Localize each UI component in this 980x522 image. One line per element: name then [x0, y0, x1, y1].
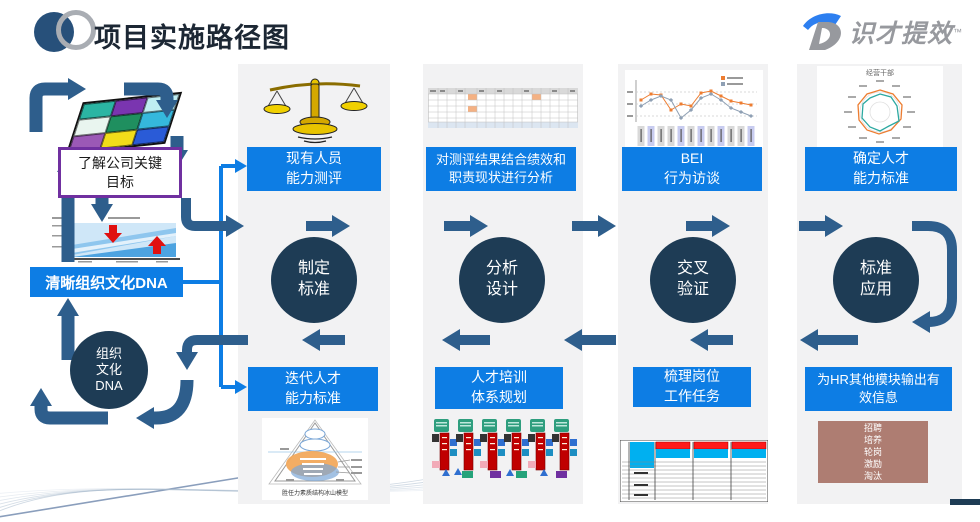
step2-circle-line1: 分析: [485, 260, 518, 278]
hr-output-item: 培养: [863, 435, 882, 445]
step1-circle-line1: 制定: [297, 260, 330, 278]
brand-d-icon: [802, 13, 841, 50]
step4-circle-line1: 标准: [859, 260, 892, 278]
dna-circle: 组织 文化 DNA: [70, 331, 148, 409]
step2-top-line1: 对测评结果结合绩效和: [435, 151, 566, 167]
step1-top-box: 现有人员 能力测评: [247, 147, 381, 191]
page-title: 项目实施路径图: [94, 23, 290, 53]
task-table-image: [620, 440, 768, 502]
step3-circle: 交叉 验证: [650, 237, 736, 323]
radar-title: 经营干部: [866, 68, 894, 77]
step1-top-line1: 现有人员: [286, 150, 342, 167]
step4-bottom-box: 为HR其他模块输出有 效信息: [805, 367, 952, 411]
step2-bottom-line1: 人才培训: [471, 369, 527, 386]
step1-bottom-line2: 能力标准: [285, 390, 341, 406]
step3-circle-line2: 验证: [676, 281, 709, 298]
step4-top-box: 确定人才 能力标准: [805, 147, 957, 191]
hr-outputs-box: 招聘 培养 轮岗 激励 淘汰: [818, 421, 928, 483]
hr-output-item: 激励: [863, 459, 882, 469]
step3-bottom-line2: 工作任务: [664, 388, 720, 404]
radar-chart-image: 经营干部: [817, 66, 943, 148]
goal-box-line1: 了解公司关键: [78, 154, 162, 171]
step3-bottom-box: 梳理岗位 工作任务: [633, 367, 751, 407]
step1-circle-line2: 标准: [297, 281, 330, 298]
brand-name: 识才提效: [848, 20, 953, 48]
step3-top-line1: BEI: [680, 150, 704, 167]
dna-circle-line2: 文化: [95, 361, 122, 377]
step3-top-box: BEI 行为访谈: [622, 147, 762, 191]
training-system-image: [432, 419, 577, 478]
step4-top-line2: 能力标准: [853, 170, 909, 186]
step3-circle-line1: 交叉: [676, 260, 709, 278]
corner-bar-decoration: [950, 499, 980, 505]
step4-circle: 标准 应用: [833, 237, 919, 323]
dna-circle-line1: 组织: [95, 345, 122, 361]
goal-box: 了解公司关键 目标: [58, 147, 182, 198]
step2-bottom-box: 人才培训 体系规划: [435, 367, 563, 409]
line-chart-image: [625, 70, 763, 148]
step2-circle: 分析 设计: [459, 237, 545, 323]
step1-circle: 制定 标准: [271, 237, 357, 323]
step2-top-box: 对测评结果结合绩效和 职责现状进行分析: [426, 147, 576, 191]
hr-output-item: 招聘: [863, 423, 882, 433]
step1-bottom-line1: 迭代人才: [285, 370, 341, 387]
hr-output-item: 轮岗: [863, 447, 882, 457]
iceberg-model-image: 胜任力素质结构冰山模型: [262, 418, 368, 500]
puzzle-map-image: [65, 91, 183, 155]
assessment-table-image: [428, 88, 578, 128]
goal-box-line2: 目标: [106, 173, 134, 190]
step1-top-line2: 能力测评: [286, 170, 342, 186]
step3-bottom-line1: 梳理岗位: [664, 368, 720, 385]
step2-bottom-line2: 体系规划: [471, 389, 527, 405]
step1-bottom-box: 迭代人才 能力标准: [248, 367, 378, 411]
step2-circle-line2: 设计: [485, 281, 518, 298]
step4-top-line1: 确定人才: [853, 150, 909, 167]
balance-scale-image: [263, 78, 368, 144]
dna-bar-label: 清晰组织文化DNA: [45, 274, 168, 292]
dna-circle-line3: DNA: [95, 378, 123, 394]
step2-top-line2: 职责现状进行分析: [448, 170, 553, 185]
step4-circle-line2: 应用: [859, 281, 892, 298]
swoosh-decoration: [0, 463, 520, 518]
brand-tm: ™: [953, 27, 962, 37]
step4-bottom-line2: 效信息: [858, 390, 898, 405]
step4-bottom-line1: 为HR其他模块输出有: [817, 371, 940, 387]
hr-output-item: 淘汰: [863, 471, 882, 481]
slide-logo-icon: [34, 10, 96, 56]
dna-bar: 清晰组织文化DNA: [30, 267, 183, 297]
culture-chart-image: [50, 213, 183, 267]
iceberg-caption: 胜任力素质结构冰山模型: [282, 489, 348, 497]
step3-top-line2: 行为访谈: [664, 170, 720, 186]
